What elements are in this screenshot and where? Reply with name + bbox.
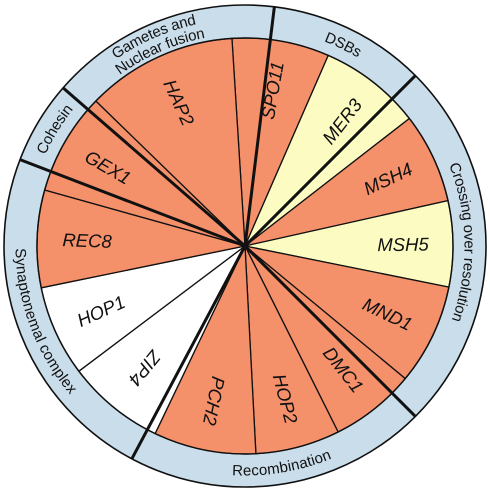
- group-divider: [243, 74, 417, 248]
- group-divider: [243, 6, 276, 247]
- group-divider: [243, 244, 417, 418]
- group-divider: [130, 245, 247, 460]
- group-divider: [19, 158, 246, 248]
- group-divider: [62, 86, 246, 248]
- gene-label-msh5: MSH5: [377, 234, 429, 256]
- inner-ring-border: [36, 37, 454, 455]
- wheel-center: [242, 243, 248, 249]
- gene-label-rec8: REC8: [62, 229, 113, 252]
